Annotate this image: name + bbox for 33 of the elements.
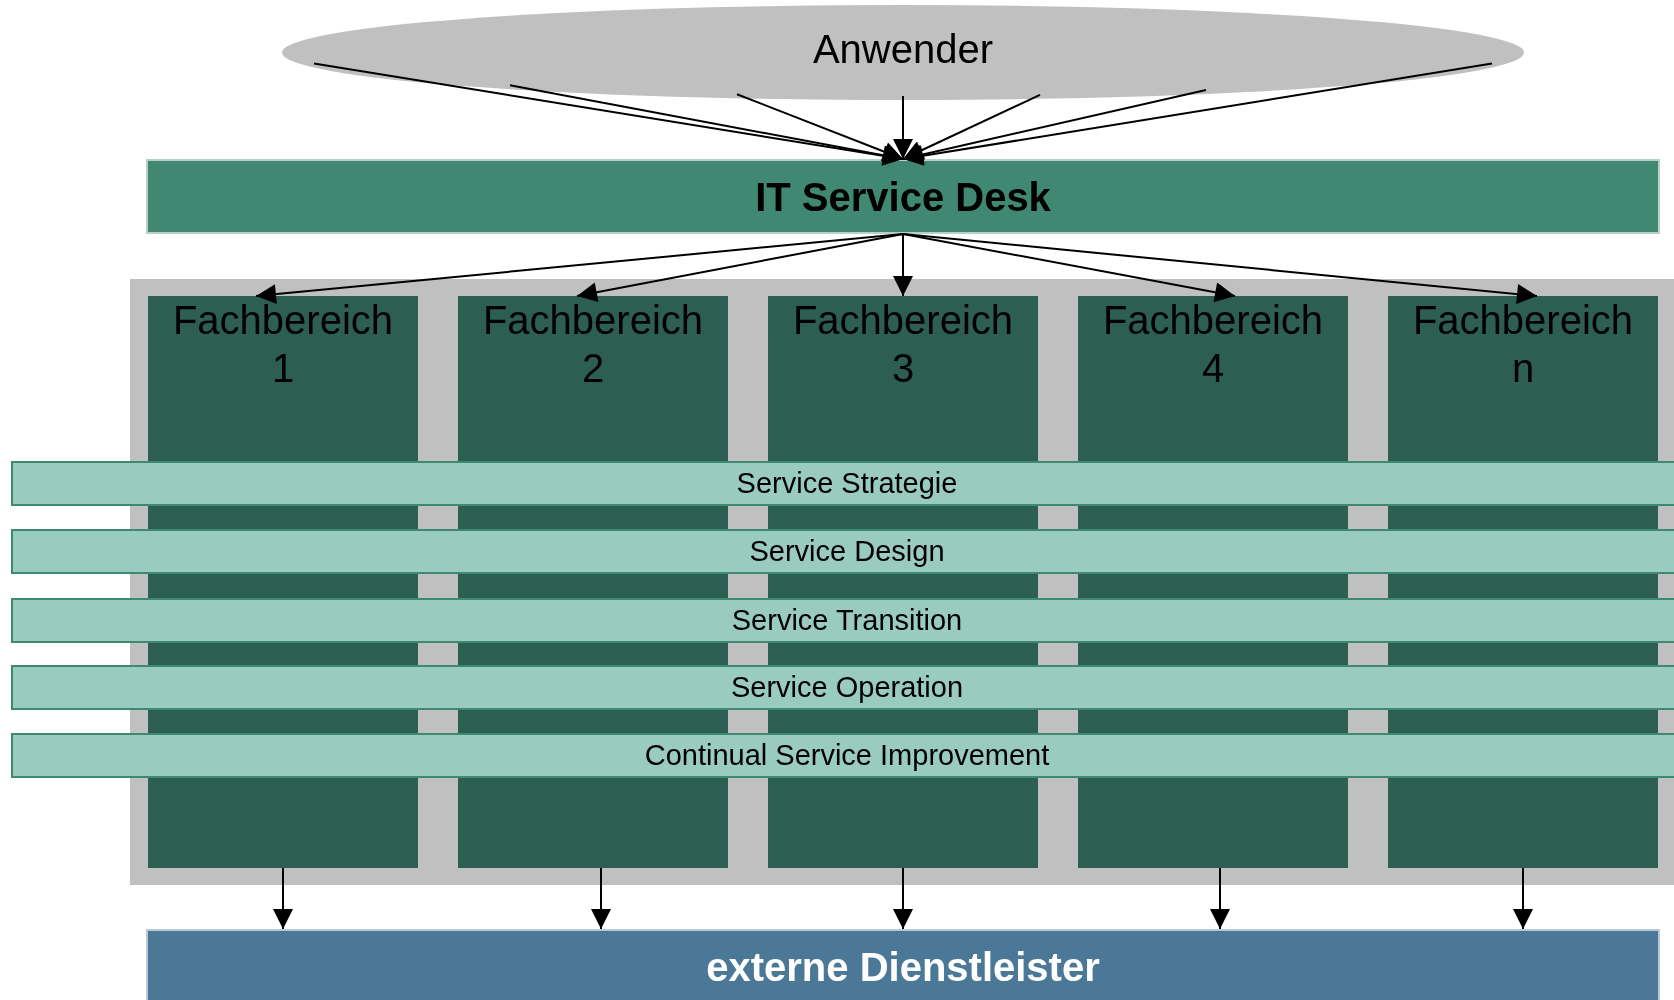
arrow	[893, 233, 913, 297]
department-label: Fachbereich 1	[171, 297, 395, 392]
process-label: Continual Service Improvement	[644, 738, 1050, 773]
department-label: Fachbereich 4	[1101, 297, 1325, 392]
process-band	[11, 665, 1674, 710]
node-label: externe Dienstleister	[706, 944, 1100, 991]
service-desk-bar	[146, 159, 1660, 234]
arrow	[1210, 867, 1230, 930]
arrow	[591, 867, 611, 930]
department-label: Fachbereich n	[1411, 297, 1635, 392]
process-label: Service Strategie	[736, 466, 958, 501]
process-band	[11, 461, 1674, 506]
process-band	[11, 733, 1674, 778]
arrow	[273, 867, 293, 930]
node-label: Anwender	[812, 25, 994, 73]
arrow	[893, 95, 913, 160]
department-label: Fachbereich 2	[481, 297, 705, 392]
arrow	[736, 93, 904, 162]
process-label: Service Operation	[730, 670, 964, 705]
process-band	[11, 598, 1674, 643]
arrow	[902, 93, 1041, 160]
arrow	[509, 84, 904, 166]
arrow	[576, 233, 904, 303]
process-label: Service Design	[749, 534, 945, 569]
node-label: IT Service Desk	[755, 173, 1051, 221]
provider-bar	[146, 929, 1660, 1000]
process-label: Service Transition	[731, 603, 963, 638]
arrow	[902, 233, 1538, 304]
arrow	[902, 62, 1493, 166]
arrow	[893, 867, 913, 930]
arrow	[1513, 867, 1533, 930]
department-label: Fachbereich 3	[791, 297, 1015, 392]
process-band	[11, 529, 1674, 574]
